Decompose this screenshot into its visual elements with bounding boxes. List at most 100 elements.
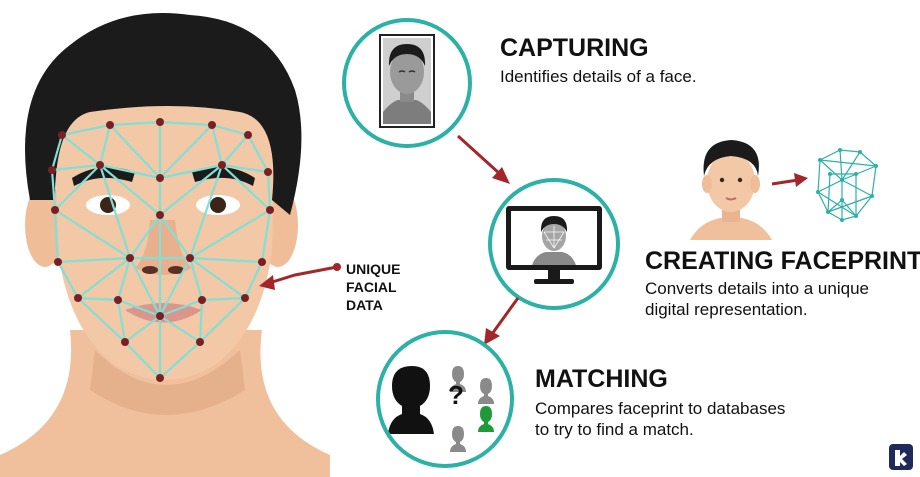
mesh-line xyxy=(159,164,223,216)
callout-line-2: FACIAL xyxy=(346,279,397,295)
mesh-point xyxy=(198,296,206,304)
mesh-line xyxy=(124,341,161,379)
mesh-line xyxy=(159,341,201,379)
mesh-point xyxy=(156,312,164,320)
facial-mesh-points xyxy=(48,118,274,382)
mesh-line xyxy=(189,257,246,299)
mesh-line xyxy=(54,164,101,211)
mesh-line xyxy=(189,256,263,264)
mesh-line xyxy=(116,299,127,343)
mesh-point xyxy=(258,258,266,266)
question-mark: ? xyxy=(448,380,464,410)
mesh-point xyxy=(244,131,252,139)
creating-faceprint-circle xyxy=(488,178,620,310)
hair xyxy=(25,13,302,215)
mesh-point xyxy=(264,168,272,176)
mesh-line xyxy=(260,209,272,263)
creating-faceprint-description-line-1: Converts details into a unique xyxy=(645,279,869,298)
capturing-circle xyxy=(342,18,472,148)
mesh-line xyxy=(159,214,191,259)
matching-description: Compares faceprint to databases to try t… xyxy=(535,398,785,440)
flow-arrow-1 xyxy=(456,134,510,184)
matching-title: MATCHING xyxy=(535,365,668,393)
mesh-point xyxy=(156,211,164,219)
mesh-line xyxy=(159,315,201,343)
mesh-line xyxy=(54,209,131,259)
mesh-line xyxy=(99,163,161,180)
creating-faceprint-description-line-2: digital representation. xyxy=(645,300,808,319)
mesh-line xyxy=(57,256,131,264)
mesh-line xyxy=(61,134,101,166)
mesh-point xyxy=(196,338,204,346)
mesh-line xyxy=(198,299,204,343)
flow-arrow-2 xyxy=(484,297,520,345)
mesh-line xyxy=(221,163,269,174)
mesh-line xyxy=(129,257,161,317)
faceprint-conversion-illustration xyxy=(690,140,878,240)
mesh-point xyxy=(186,254,194,262)
callout-line-1: UNIQUE xyxy=(346,261,401,277)
face-mesh-illustration xyxy=(0,13,330,477)
portrait-photo-icon xyxy=(379,34,435,128)
capturing-description: Identifies details of a face. xyxy=(500,67,697,86)
mesh-point xyxy=(266,206,274,214)
match-green-icon xyxy=(478,406,494,432)
mesh-line xyxy=(98,124,112,166)
mesh-line xyxy=(77,296,119,302)
mesh-line xyxy=(51,163,101,172)
mesh-line xyxy=(221,134,249,166)
mesh-line xyxy=(210,124,224,166)
mesh-line xyxy=(50,134,64,171)
mesh-point xyxy=(241,294,249,302)
mesh-line xyxy=(159,163,223,180)
mesh-line xyxy=(50,169,57,211)
mesh-line xyxy=(199,297,246,343)
mesh-point xyxy=(114,296,122,304)
mesh-point xyxy=(54,258,62,266)
mesh-line xyxy=(159,124,213,179)
mesh-line xyxy=(201,296,246,302)
capturing-title: CAPTURING xyxy=(500,34,649,62)
mesh-line xyxy=(77,297,126,343)
unique-facial-data-label: UNIQUE FACIAL DATA xyxy=(346,260,400,314)
mesh-point xyxy=(58,131,66,139)
facial-mesh xyxy=(50,120,272,379)
mesh-line xyxy=(159,120,213,127)
mesh-point xyxy=(218,161,226,169)
creating-faceprint-title: CREATING FACEPRINT xyxy=(645,247,920,275)
mesh-line xyxy=(77,257,131,299)
callout-line-3: DATA xyxy=(346,297,383,313)
mesh-line xyxy=(188,257,204,301)
mesh-line xyxy=(211,123,249,137)
mesh-point xyxy=(156,118,164,126)
mesh-point xyxy=(156,374,164,382)
callout-arrow xyxy=(259,263,341,290)
mesh-point xyxy=(208,121,216,129)
mesh-line xyxy=(247,134,269,173)
matching-description-line-1: Compares faceprint to databases xyxy=(535,399,786,418)
mesh-point xyxy=(48,166,56,174)
mesh-line xyxy=(57,261,79,299)
mesh-point xyxy=(51,206,59,214)
mesh-line xyxy=(221,164,271,211)
mesh-point xyxy=(126,254,134,262)
mesh-line xyxy=(159,298,203,318)
mesh-line xyxy=(116,257,132,301)
mesh-line xyxy=(188,164,224,259)
mesh-line xyxy=(117,298,161,318)
mesh-line xyxy=(189,209,271,259)
creating-faceprint-description: Converts details into a unique digital r… xyxy=(645,278,869,320)
matching-description-line-2: to try to find a match. xyxy=(535,420,694,439)
mesh-point xyxy=(121,338,129,346)
mesh-line xyxy=(266,171,272,211)
mesh-point xyxy=(156,174,164,182)
mesh-point xyxy=(96,161,104,169)
matching-circle xyxy=(376,330,514,468)
brand-logo-icon xyxy=(889,444,913,470)
mesh-line xyxy=(98,164,132,259)
mesh-line xyxy=(124,315,161,343)
mesh-line xyxy=(109,124,161,179)
silhouettes-question-icon xyxy=(388,366,494,452)
mesh-line xyxy=(53,209,60,263)
mesh-line xyxy=(99,164,161,216)
